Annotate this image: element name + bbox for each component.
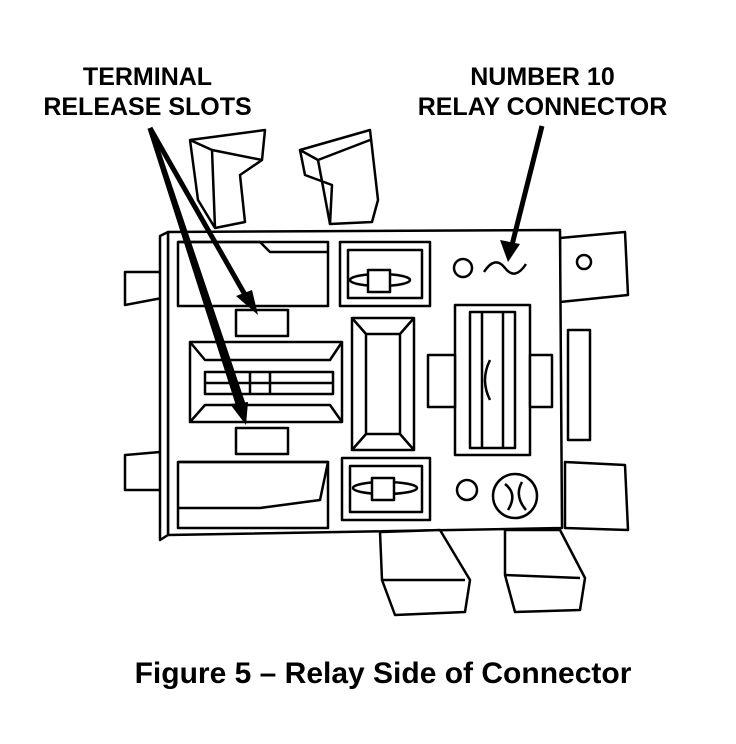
terminal-release-slots-label-line1: TERMINAL	[82, 63, 213, 91]
bottom-latch-right	[503, 528, 587, 614]
arrow-to-relay-connector	[509, 125, 545, 246]
arrow-to-upper-slot	[147, 126, 251, 302]
terminal-release-slots-label-line2: RELEASE SLOTS	[43, 93, 252, 121]
right-side-tabs	[558, 230, 630, 532]
bottom-latch-left	[378, 528, 472, 617]
relay-connector-label-line1: NUMBER 10	[470, 63, 615, 91]
relay-connector-label: NUMBER 10 RELAY CONNECTOR	[400, 62, 685, 122]
top-latch-left	[188, 128, 267, 230]
terminal-release-slots-label: TERMINAL RELEASE SLOTS	[20, 62, 275, 122]
left-side-tabs	[123, 270, 164, 492]
arrow-to-lower-slot-b	[147, 127, 248, 411]
terminal-release-slot-lower	[234, 426, 290, 456]
relay-symbol-tilde	[482, 261, 528, 275]
top-latch-right	[298, 128, 380, 226]
terminal-release-slot-upper	[234, 308, 290, 338]
figure-caption: Figure 5 – Relay Side of Connector	[134, 657, 632, 690]
relay-connector-label-line2: RELAY CONNECTOR	[417, 93, 668, 121]
